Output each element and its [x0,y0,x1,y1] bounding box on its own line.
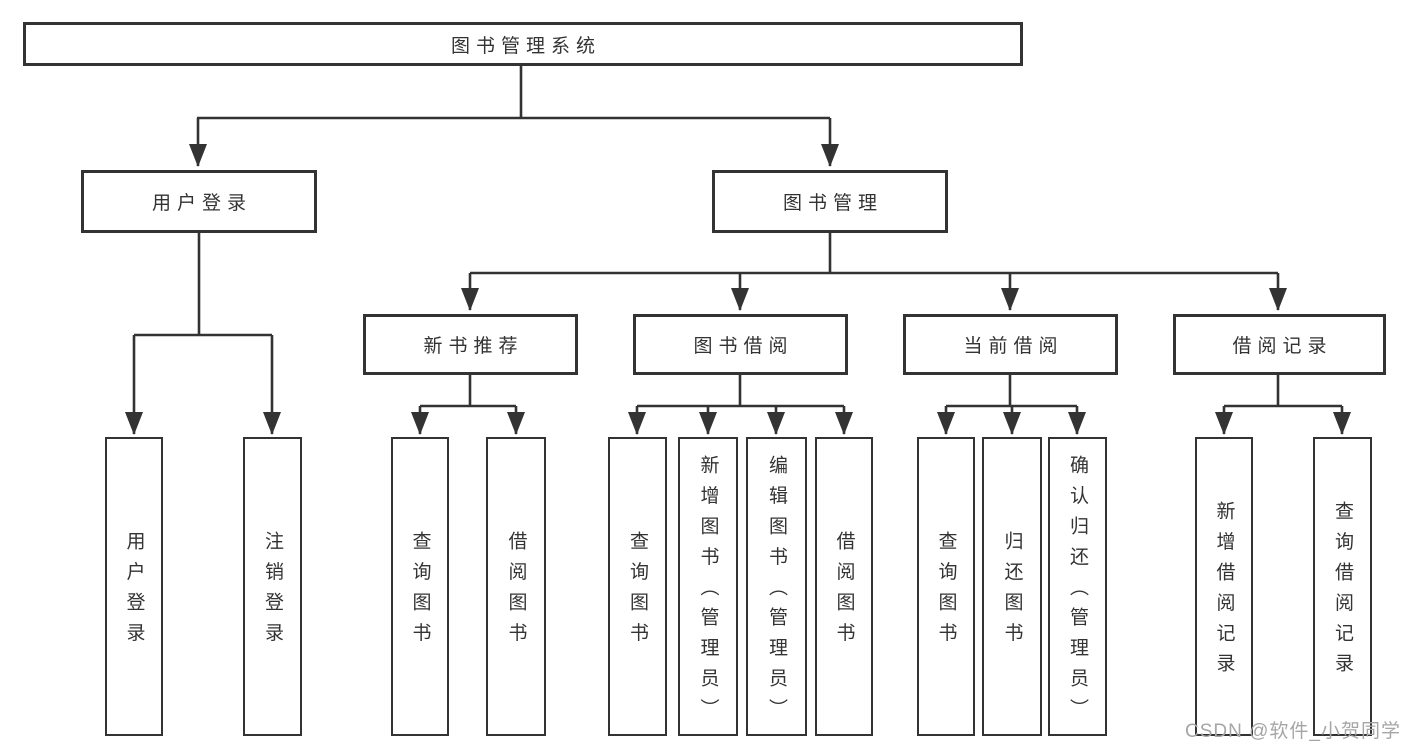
csdn-watermark: CSDN @软件_小贺同学 [1185,721,1401,742]
leaf-label: 借阅图书 [505,531,527,653]
leaf-label: 用户登录 [123,531,145,653]
leaf-label: 查询图书 [935,531,957,653]
leaf-add-book-admin: 新增图书（管理员） [678,437,738,736]
leaf-query-books-recommend: 查询图书 [391,437,449,736]
node-label: 借阅记录 [1232,336,1333,357]
leaf-label: 借阅图书 [833,531,855,653]
node-label: 用户登录 [151,193,252,214]
node-new-book-recommendation: 新书推荐 [363,314,578,375]
node-label: 新书推荐 [423,336,524,357]
leaf-user-login: 用户登录 [105,437,163,736]
leaf-label: 归还图书 [1001,531,1023,653]
leaf-label: 查询图书 [409,531,431,653]
node-label: 图书借阅 [693,336,794,357]
leaf-logout: 注销登录 [243,437,302,736]
leaf-label: 查询图书 [627,531,648,653]
leaf-query-books-current: 查询图书 [917,437,975,736]
leaf-borrow-books: 借阅图书 [815,437,873,736]
node-book-borrowing: 图书借阅 [633,314,848,375]
leaf-edit-book-admin: 编辑图书（管理员） [746,437,807,736]
leaf-label: 确认归还（管理员） [1067,455,1088,729]
leaf-label: 查询借阅记录 [1332,500,1353,684]
node-user-login: 用户登录 [81,170,317,233]
node-label: 当前借阅 [963,336,1064,357]
leaf-borrow-books-recommend: 借阅图书 [486,437,546,736]
leaf-label: 新增借阅记录 [1213,500,1235,684]
leaf-return-books: 归还图书 [982,437,1042,736]
leaf-label: 新增图书（管理员） [697,455,719,729]
node-book-management: 图书管理 [712,170,948,233]
node-label: 图书管理系统 [450,35,601,57]
leaf-add-borrow-record: 新增借阅记录 [1195,437,1253,736]
node-current-borrowing: 当前借阅 [903,314,1118,375]
node-borrow-records: 借阅记录 [1173,314,1386,375]
leaf-confirm-return-admin: 确认归还（管理员） [1048,437,1107,736]
leaf-label: 编辑图书（管理员） [766,455,787,729]
node-library-management-system: 图书管理系统 [23,22,1023,66]
leaf-query-books-borrowing: 查询图书 [608,437,667,736]
leaf-query-borrow-record: 查询借阅记录 [1313,437,1372,736]
node-label: 图书管理 [782,193,883,214]
leaf-label: 注销登录 [262,531,283,653]
